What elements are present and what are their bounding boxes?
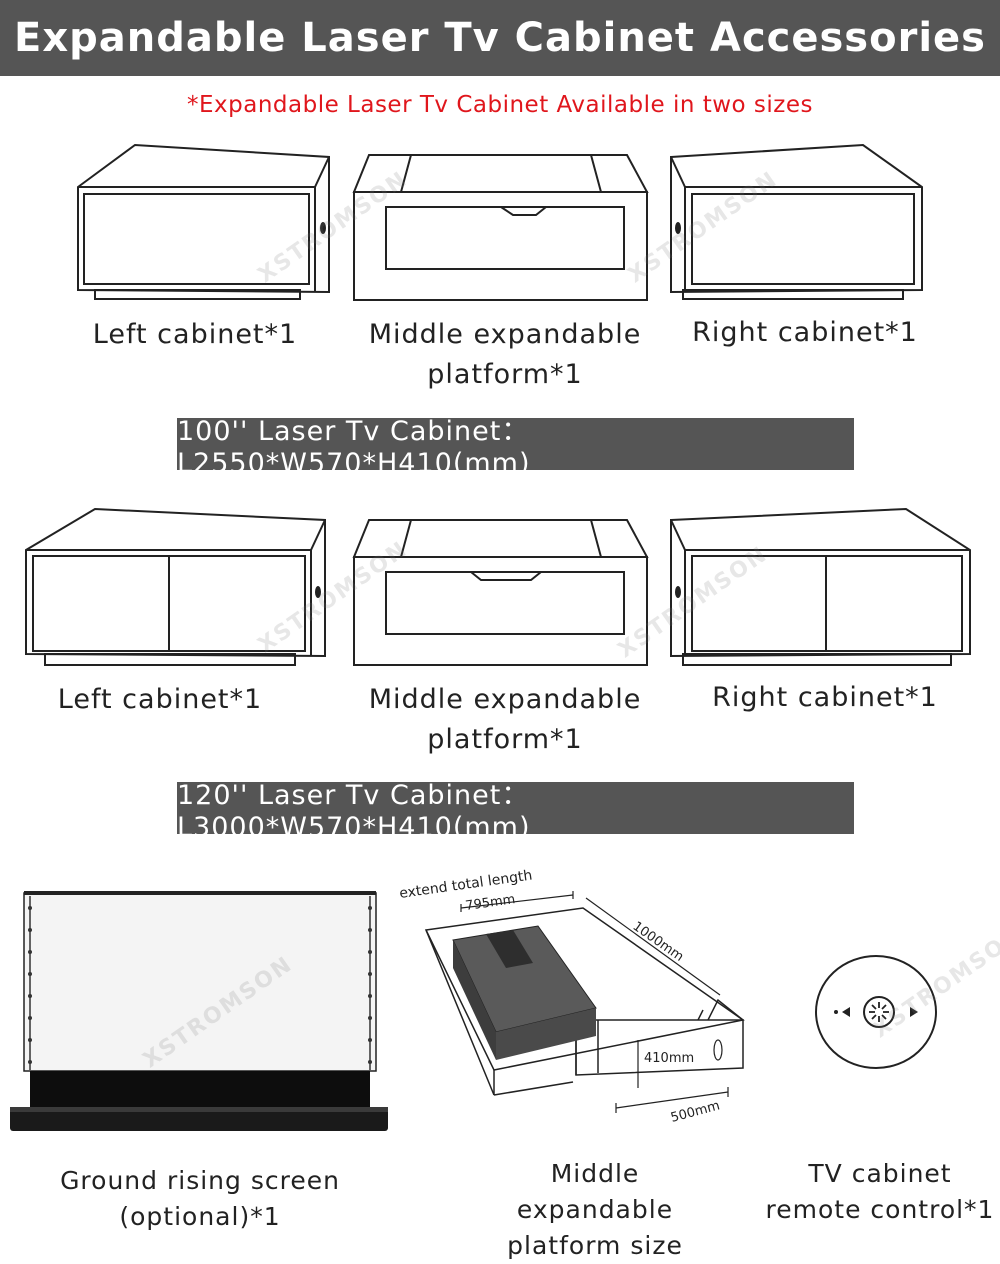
middle-platform-caption: Middle expandable platform*1 [368, 319, 642, 390]
cabinet-100-spec-banner: 100'' Laser Tv Cabinet：L2550*W570*H410(m… [177, 416, 854, 479]
middle-platform-small-drawing [352, 154, 649, 301]
platform-size-caption: Middle expandable platform size [507, 1159, 683, 1260]
right-cabinet-large-drawing [670, 507, 971, 666]
right-cabinet-caption: Right cabinet*1 [692, 317, 918, 348]
left-cabinet-large-drawing [25, 507, 326, 666]
right-cabinet-caption: Right cabinet*1 [712, 682, 938, 713]
size-availability-note: *Expandable Laser Tv Cabinet Available i… [186, 92, 814, 118]
ground-rising-screen-drawing [10, 891, 388, 1131]
left-cabinet-caption: Left cabinet*1 [92, 319, 298, 350]
left-cabinet-caption: Left cabinet*1 [57, 684, 263, 715]
middle-platform-large-drawing [352, 519, 649, 666]
platform-size-diagram: extend total length 795mm 1000mm 410mm 5… [398, 867, 745, 1126]
middle-platform-caption: Middle expandable platform*1 [368, 684, 642, 755]
remote-control-drawing [815, 955, 937, 1069]
length-dimension: 1000mm [630, 919, 686, 965]
left-cabinet-small-drawing [77, 143, 330, 300]
extend-length-value: 795mm [464, 892, 516, 914]
right-cabinet-small-drawing [670, 143, 923, 300]
cabinet-120-spec-banner: 120'' Laser Tv Cabinet：L3000*W570*H410(m… [177, 780, 854, 843]
width-dimension: 500mm [669, 1098, 721, 1125]
page-title: Expandable Laser Tv Cabinet Accessories [0, 0, 1000, 76]
height-dimension: 410mm [644, 1051, 694, 1066]
ground-screen-caption: Ground rising screen (optional)*1 [60, 1166, 340, 1231]
remote-control-caption: TV cabinet remote control*1 [765, 1159, 995, 1224]
